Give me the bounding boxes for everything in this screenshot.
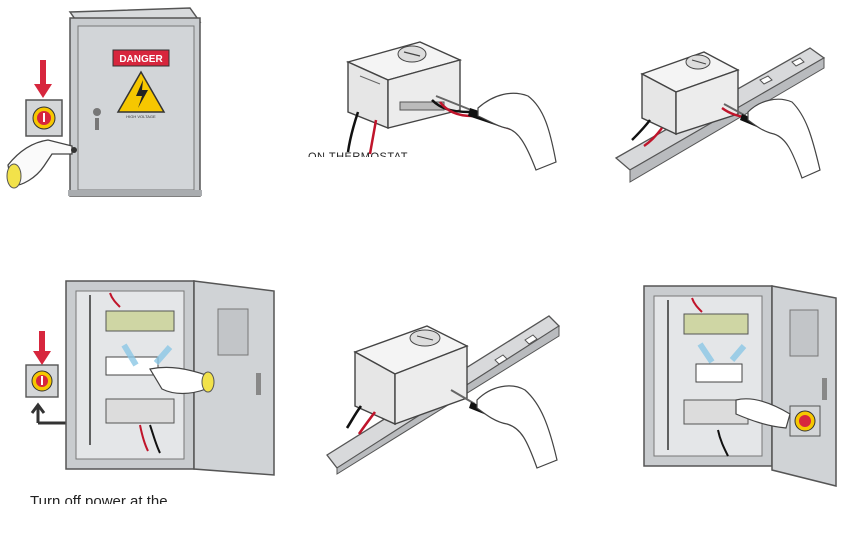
thermostat-unit bbox=[640, 51, 740, 136]
cabinet-door bbox=[193, 280, 275, 476]
warning-triangle-icon: HIGH VOLTAGE bbox=[116, 70, 166, 119]
step-1-panel: DANGER HIGH VOLTAGE bbox=[0, 0, 230, 210]
hand bbox=[747, 98, 821, 179]
danger-sign: DANGER bbox=[112, 49, 170, 67]
thermostat-unit bbox=[345, 41, 463, 130]
wires bbox=[346, 99, 473, 155]
cut-label: ON THERMOSTAT bbox=[308, 151, 408, 157]
gloved-hand bbox=[6, 139, 77, 189]
step-caption: Turn off power at the bbox=[30, 493, 168, 504]
hand bbox=[476, 385, 558, 469]
svg-text:DANGER: DANGER bbox=[119, 54, 163, 65]
down-arrow-icon bbox=[34, 60, 52, 98]
thermostat-unit bbox=[353, 325, 469, 426]
step-3-panel bbox=[610, 30, 830, 190]
gloved-hand bbox=[149, 366, 215, 395]
gloved-hand bbox=[735, 398, 791, 429]
airflow-arrows bbox=[697, 342, 747, 364]
power-switch bbox=[789, 405, 821, 437]
down-arrow-icon bbox=[33, 331, 51, 365]
airflow-arrows bbox=[121, 343, 173, 367]
step-5-panel bbox=[325, 310, 575, 475]
step-6-panel bbox=[640, 280, 840, 490]
step-4-panel bbox=[20, 275, 290, 485]
step-2-panel bbox=[300, 20, 570, 190]
open-cabinet bbox=[643, 285, 773, 467]
power-switch bbox=[25, 99, 63, 137]
svg-text:HIGH VOLTAGE: HIGH VOLTAGE bbox=[126, 114, 156, 119]
power-switch bbox=[25, 364, 59, 398]
cabinet-door bbox=[771, 285, 837, 487]
wires bbox=[345, 405, 377, 435]
hand bbox=[477, 92, 557, 171]
